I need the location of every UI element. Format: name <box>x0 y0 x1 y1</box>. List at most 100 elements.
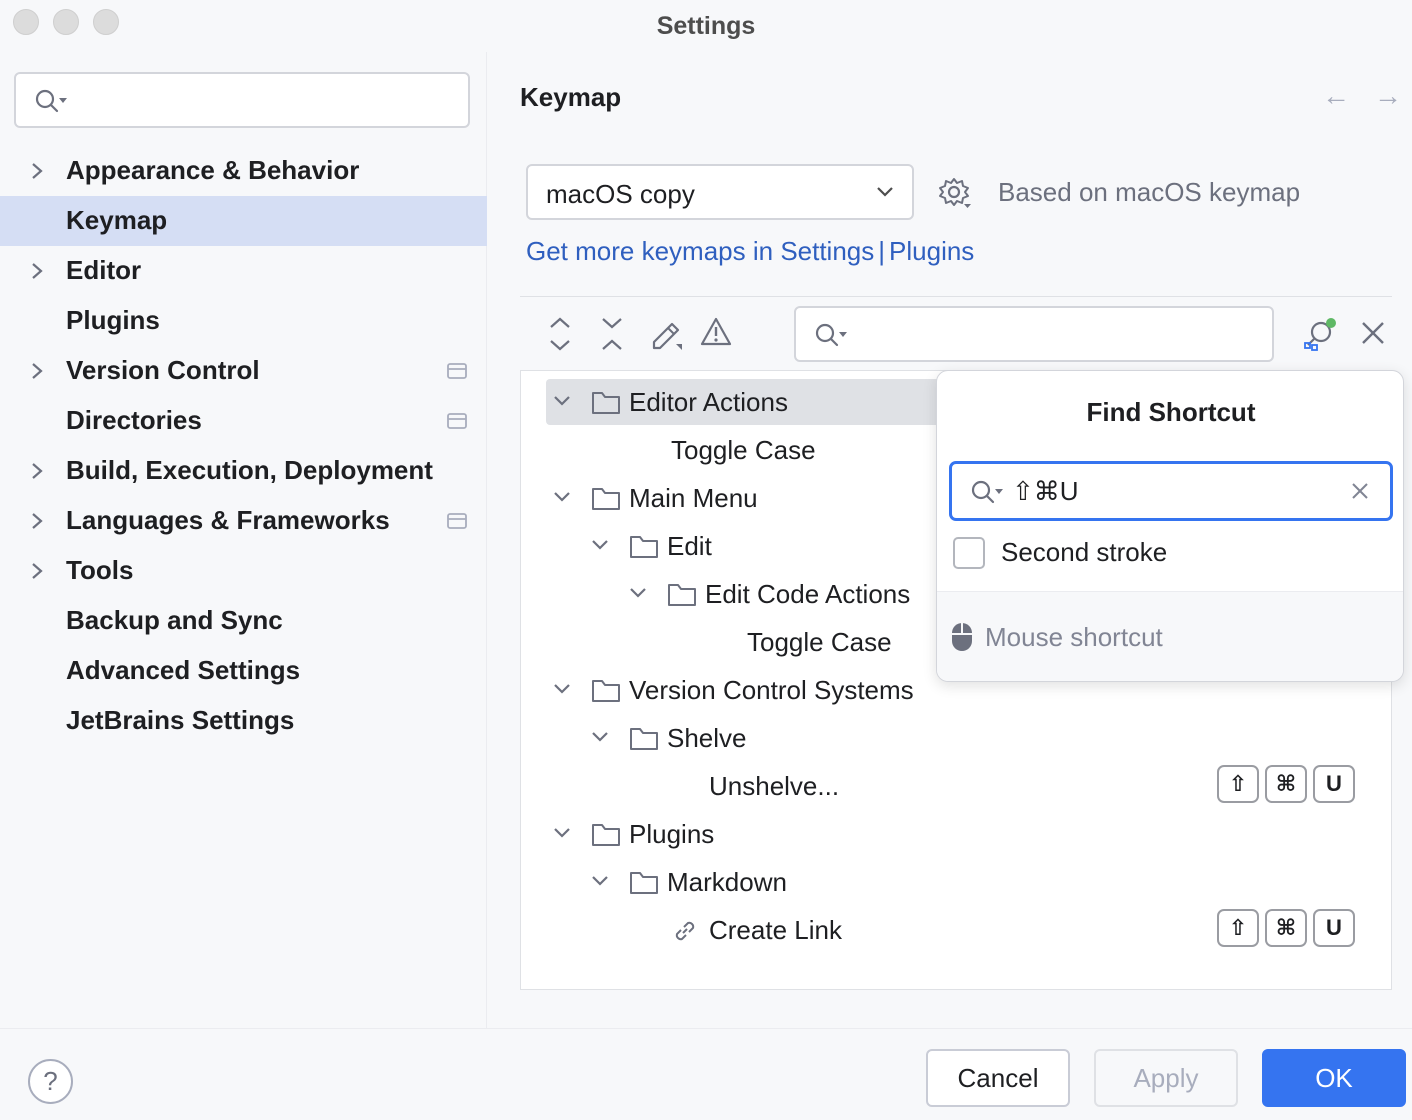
divider <box>520 296 1392 297</box>
sidebar-item-appearance-behavior[interactable]: Appearance & Behavior <box>0 146 487 196</box>
sidebar-item-label: Appearance & Behavior <box>66 155 360 185</box>
warning-icon[interactable] <box>700 316 732 348</box>
find-shortcut-icon[interactable] <box>1302 316 1338 352</box>
tree-row-label: Main Menu <box>629 483 758 513</box>
link-separator: | <box>878 236 886 266</box>
tree-row[interactable]: Create Link⇧⌘U <box>521 907 1391 953</box>
tree-row-label: Toggle Case <box>747 627 892 657</box>
apply-button[interactable]: Apply <box>1094 1049 1238 1107</box>
tree-row[interactable]: Main Menu <box>521 475 1391 521</box>
sidebar-item-tools[interactable]: Tools <box>0 546 487 596</box>
sidebar-item-directories[interactable]: Directories <box>0 396 487 446</box>
back-arrow-icon[interactable]: ← <box>1322 80 1350 111</box>
chevron-down-icon[interactable] <box>591 730 609 744</box>
cancel-button[interactable]: Cancel <box>926 1049 1070 1107</box>
tree-row-label: Toggle Case <box>671 435 816 465</box>
sidebar-item-label: Tools <box>66 555 134 585</box>
sidebar-item-jetbrains-settings[interactable]: JetBrains Settings <box>0 696 487 746</box>
gear-icon[interactable] <box>938 176 972 210</box>
second-stroke-checkbox[interactable] <box>953 537 985 569</box>
help-button[interactable]: ? <box>28 1059 73 1104</box>
tree-row[interactable]: Unshelve...⇧⌘U <box>521 763 1391 809</box>
folder-icon <box>629 533 659 566</box>
tree-row[interactable]: Toggle Case <box>521 427 1391 473</box>
tree-row[interactable]: Markdown <box>521 859 1391 905</box>
chevron-down-icon[interactable] <box>591 874 609 888</box>
shortcut-input[interactable]: ⇧⌘U <box>949 461 1393 521</box>
sidebar-item-advanced-settings[interactable]: Advanced Settings <box>0 646 487 696</box>
mouse-shortcut-label: Mouse shortcut <box>985 622 1163 652</box>
plugins-link[interactable]: Plugins <box>889 236 975 266</box>
search-icon <box>815 323 847 347</box>
chevron-down-icon[interactable] <box>553 826 571 840</box>
folder-icon <box>629 869 659 902</box>
key-cap: ⇧ <box>1217 765 1259 803</box>
ok-button[interactable]: OK <box>1262 1049 1406 1107</box>
shortcut-keys: ⇧⌘U <box>1217 909 1355 947</box>
sidebar-item-backup-and-sync[interactable]: Backup and Sync <box>0 596 487 646</box>
keymap-select[interactable]: macOS copy <box>526 164 914 220</box>
tree-row[interactable]: Toggle Case <box>521 619 1391 665</box>
clear-icon[interactable] <box>1350 481 1370 501</box>
tree-row-label: Unshelve... <box>709 771 840 801</box>
close-window-button[interactable] <box>13 9 39 35</box>
sidebar-item-label: Backup and Sync <box>66 605 283 635</box>
chevron-right-icon[interactable] <box>30 461 44 481</box>
sidebar-item-build-execution-deployment[interactable]: Build, Execution, Deployment <box>0 446 487 496</box>
search-icon <box>971 480 1003 504</box>
chevron-right-icon[interactable] <box>30 511 44 531</box>
title-bar: Settings <box>0 0 1412 52</box>
tree-row-label: Edit <box>667 531 712 561</box>
tree-search-input[interactable] <box>794 306 1274 362</box>
chevron-down-icon[interactable] <box>553 682 571 696</box>
sidebar-item-version-control[interactable]: Version Control <box>0 346 487 396</box>
sidebar-item-plugins[interactable]: Plugins <box>0 296 487 346</box>
folder-icon <box>591 821 621 854</box>
tree-row[interactable]: Plugins <box>521 811 1391 857</box>
chevron-down-icon[interactable] <box>553 490 571 504</box>
shortcut-input-value: ⇧⌘U <box>1012 476 1079 506</box>
sidebar-item-label: Version Control <box>66 355 260 385</box>
minimize-window-button[interactable] <box>53 9 79 35</box>
collapse-all-icon[interactable] <box>598 316 626 352</box>
folder-icon <box>667 581 697 614</box>
chevron-down-icon[interactable] <box>553 394 571 408</box>
chevron-down-icon[interactable] <box>591 538 609 552</box>
based-on-label: Based on macOS keymap <box>998 177 1301 207</box>
sidebar-item-editor[interactable]: Editor <box>0 246 487 296</box>
chevron-down-icon <box>877 187 893 197</box>
zoom-window-button[interactable] <box>93 9 119 35</box>
chevron-down-icon[interactable] <box>629 586 647 600</box>
chevron-right-icon[interactable] <box>30 361 44 381</box>
search-icon <box>35 89 67 113</box>
folder-icon <box>591 389 621 422</box>
folder-icon <box>629 725 659 758</box>
tree-row[interactable]: Version Control Systems <box>521 667 1391 713</box>
chevron-right-icon[interactable] <box>30 561 44 581</box>
sidebar-item-languages-frameworks[interactable]: Languages & Frameworks <box>0 496 487 546</box>
tree-row[interactable]: Editor Actions <box>546 379 946 425</box>
chevron-right-icon[interactable] <box>30 261 44 281</box>
chevron-right-icon[interactable] <box>30 161 44 181</box>
forward-arrow-icon[interactable]: → <box>1374 80 1402 111</box>
tree-row[interactable]: Edit Code Actions <box>521 571 1391 617</box>
tree-row[interactable]: Shelve <box>521 715 1391 761</box>
project-level-icon <box>447 513 467 529</box>
second-stroke-label[interactable]: Second stroke <box>1001 537 1168 567</box>
get-keymaps-link-row: Get more keymaps in Settings|Plugins <box>526 236 974 267</box>
get-keymaps-link[interactable]: Get more keymaps in Settings <box>526 236 875 266</box>
sidebar-search-input[interactable] <box>14 72 470 128</box>
sidebar-item-keymap[interactable]: Keymap <box>0 196 487 246</box>
tree-row[interactable]: Edit <box>521 523 1391 569</box>
key-cap: ⇧ <box>1217 909 1259 947</box>
sidebar-item-label: Plugins <box>66 305 160 335</box>
window-title: Settings <box>656 12 756 40</box>
edit-shortcut-icon[interactable] <box>648 316 684 352</box>
close-icon[interactable] <box>1360 320 1386 346</box>
sidebar-item-label: JetBrains Settings <box>66 705 295 735</box>
key-cap: U <box>1313 909 1355 947</box>
expand-all-icon[interactable] <box>546 316 574 352</box>
mouse-shortcut-row[interactable]: Mouse shortcut <box>937 591 1403 681</box>
find-shortcut-popup: Find Shortcut ⇧⌘U Second stroke Mouse sh… <box>936 370 1404 682</box>
keymap-select-value: macOS copy <box>546 179 695 209</box>
